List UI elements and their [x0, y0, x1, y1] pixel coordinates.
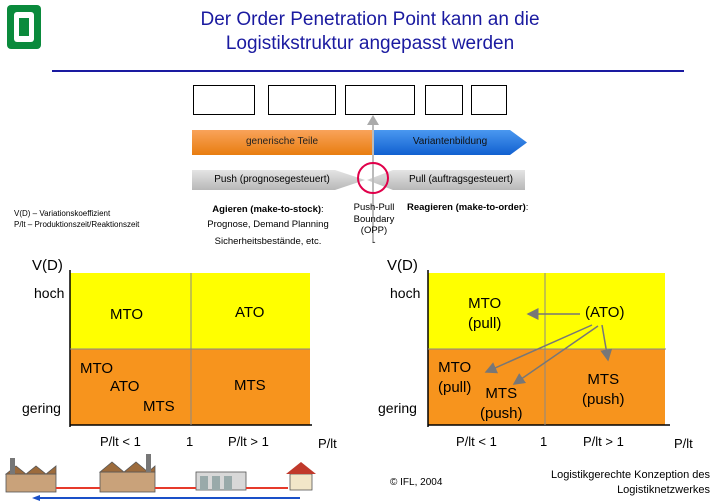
footer-right-line2: Logistiknetzwerkes [617, 484, 710, 496]
left-cell-top-right [191, 273, 310, 349]
left-cell-bottom-left [70, 349, 191, 425]
left-hoch-label: hoch [34, 285, 65, 301]
page-title: Der Order Penetration Point kann an die … [140, 8, 600, 56]
factory-icon-2 [98, 454, 156, 493]
right-matrix-axes [427, 270, 670, 427]
stage-box-3 [345, 85, 415, 115]
arrow-to-mts-push-low [512, 325, 599, 385]
generic-parts-arrow [192, 130, 372, 155]
factory-icon [4, 458, 57, 493]
left-mts: MTS [234, 377, 266, 394]
right-mto-pull-1: MTO [468, 295, 502, 312]
variant-label: Variantenbildung [412, 136, 488, 147]
agieren-line3: Sicherheitsbestände, etc. [214, 236, 322, 247]
opp-line1: Push-Pull [353, 202, 395, 213]
opp-circle [357, 162, 389, 194]
title-line-1: Der Order Penetration Point kann an die [200, 9, 540, 30]
title-line-2: Logistikstruktur angepasst werden [225, 33, 515, 54]
right-mto-pull: MTO (pull) [468, 294, 501, 334]
right-cell-bottom-left [428, 349, 545, 425]
push-label: Push (prognosegesteuert) [214, 174, 330, 185]
opp-arrow-head [367, 115, 379, 125]
opp-line2: Boundary [353, 213, 395, 225]
opp-text: Push-Pull Boundary (OPP) - [344, 202, 404, 248]
stage-box-4 [425, 85, 463, 115]
right-y-axis-label: V(D) [387, 257, 418, 274]
push-arrow [192, 170, 365, 190]
legend-line1: V(D) – Variationskoeffizient [14, 209, 111, 218]
reagieren-colon: : [525, 202, 529, 213]
stage-box-2 [268, 85, 336, 115]
footer-right-line1: Logistikgerechte Konzeption des [551, 469, 710, 481]
right-low-mts-2: (push) [480, 405, 523, 422]
left-x-label-left: P/lt < 1 [100, 434, 141, 449]
right-gering-label: gering [378, 400, 417, 416]
left-lower-mto: MTO [80, 360, 114, 377]
opp-line3: (OPP) [360, 225, 388, 236]
right-mts-push-1: MTS [587, 371, 620, 388]
variant-arrow [372, 130, 527, 155]
left-x-label-right: P/lt > 1 [228, 434, 269, 449]
university-logo [7, 5, 41, 49]
right-low-mts-push: MTS (push) [480, 384, 523, 424]
left-y-axis-label: V(D) [32, 257, 63, 274]
house-icon [286, 462, 316, 491]
opp-line4: - [372, 236, 376, 248]
arrow-to-mto-pull-low [484, 324, 593, 374]
agieren-line2: Prognose, Demand Planning [207, 219, 329, 230]
supply-chain-illustration [4, 454, 316, 501]
left-cell-top-left [70, 273, 191, 349]
reagieren-heading: Reagieren (make-to-order) [407, 202, 526, 213]
left-matrix-axes [69, 270, 312, 427]
agieren-text: Agieren (make-to-stock): Prognose, Deman… [193, 202, 343, 249]
right-cell-bottom-right [545, 349, 665, 425]
agieren-colon: : [321, 204, 324, 215]
left-lower-ato: ATO [110, 378, 140, 395]
right-low-mts-1: MTS [485, 385, 518, 402]
legend-line2: P/lt – Produktionszeit/Reaktionszeit [14, 220, 140, 229]
right-cell-top-left [428, 273, 545, 349]
stage-box-1 [193, 85, 255, 115]
pull-label: Pull (auftragsgesteuert) [409, 174, 513, 185]
footer-copyright: © IFL, 2004 [390, 477, 443, 488]
right-x-label-one: 1 [540, 434, 548, 449]
right-hoch-label: hoch [390, 285, 421, 301]
left-x-label-one: 1 [186, 434, 194, 449]
right-mts-push: MTS (push) [582, 370, 625, 410]
arrow-to-mts-push-right [600, 324, 613, 362]
right-ato: (ATO) [585, 304, 625, 321]
right-mts-push-2: (push) [582, 391, 625, 408]
warehouse-icon [195, 471, 247, 491]
right-low-mto-2: (pull) [438, 379, 472, 396]
left-gering-label: gering [22, 400, 61, 416]
right-x-label-left: P/lt < 1 [456, 434, 497, 449]
stage-box-5 [471, 85, 507, 115]
right-mto-pull-2: (pull) [468, 315, 502, 332]
title-divider [52, 70, 684, 72]
right-low-mto-pull: MTO (pull) [438, 358, 471, 398]
process-arrows [192, 115, 527, 243]
right-x-axis-label: P/lt [674, 436, 693, 451]
generic-parts-label: generische Teile [245, 136, 319, 147]
left-mto: MTO [110, 306, 144, 323]
left-cell-bottom-right [191, 349, 310, 425]
reagieren-text: Reagieren (make-to-order): [407, 202, 528, 213]
left-ato: ATO [235, 304, 265, 321]
pull-arrow [367, 170, 525, 190]
agieren-heading: Agieren (make-to-stock) [212, 204, 322, 215]
right-low-mto-1: MTO [438, 359, 472, 376]
legend: V(D) – Variationskoeffizient P/lt – Prod… [14, 208, 139, 230]
left-lower-mts: MTS [143, 398, 175, 415]
right-x-label-right: P/lt > 1 [583, 434, 624, 449]
footer-right: Logistikgerechte Konzeption des Logistik… [510, 468, 710, 498]
left-x-axis-label: P/lt [318, 436, 337, 451]
